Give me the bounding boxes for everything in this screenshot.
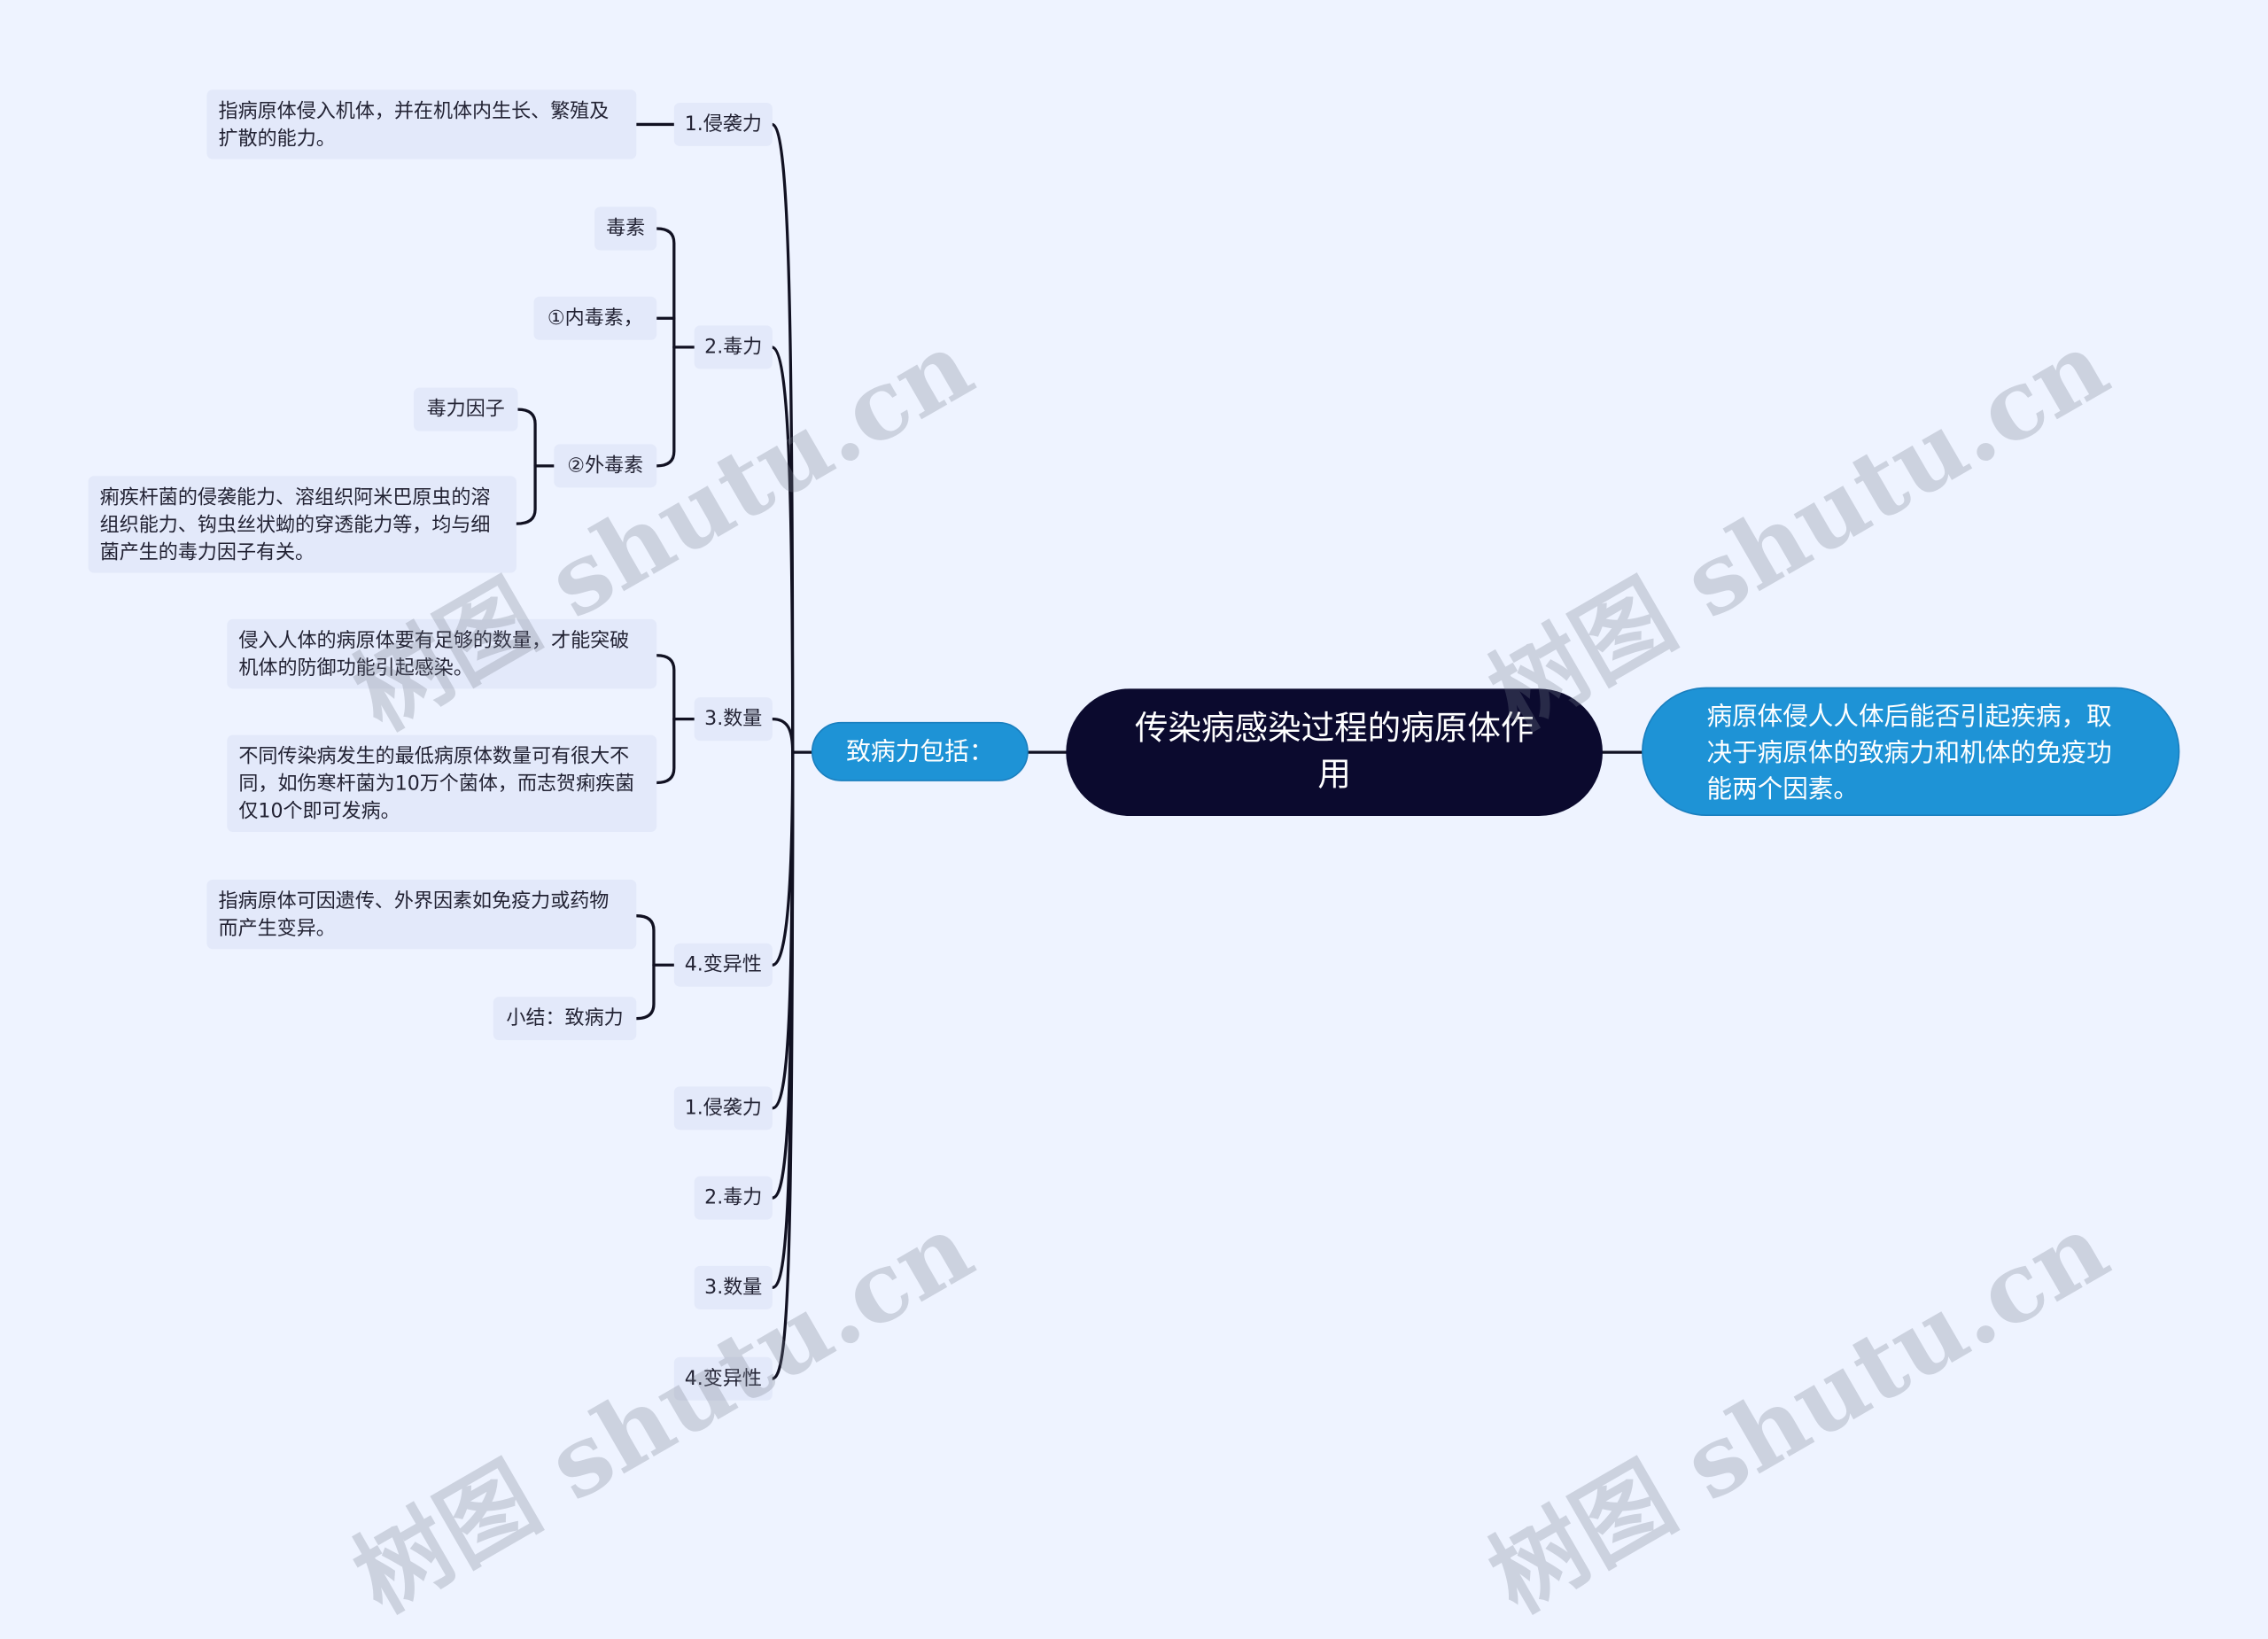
connector-trunk-variation: [771, 750, 795, 967]
connector-quantity-bracket: [655, 654, 676, 785]
variation-description[interactable]: 指病原体可因遗传、外界因素如免疫力或药物而产生变异。: [206, 879, 637, 950]
summary-item-quantity[interactable]: 3.数量: [694, 1265, 773, 1309]
mind-map-canvas: 传染病感染过程的病原体作用 病原体侵人人体后能否引起疾病，取决于病原体的致病力和…: [88, 89, 2180, 1635]
invasion-description[interactable]: 指病原体侵入机体，并在机体内生长、繁殖及扩散的能力。: [206, 89, 637, 159]
summary-item-variation[interactable]: 4.变异性: [673, 1356, 773, 1401]
branch-invasion[interactable]: 1.侵袭力: [673, 102, 773, 146]
summary-item-virulence[interactable]: 2.毒力: [694, 1176, 773, 1220]
connector-exotoxin-bracket: [515, 408, 537, 525]
quantity-description-1[interactable]: 侵入人体的病原体要有足够的数量，才能突破机体的防御功能引起感染。: [227, 618, 657, 689]
connector-trunk-quantity: [771, 717, 795, 754]
virulence-factor[interactable]: 毒力因子: [413, 387, 518, 431]
connector-lines: [515, 122, 1643, 1380]
virulence-exotoxin[interactable]: ②外毒素: [554, 444, 657, 488]
connector-trunk-virulence: [771, 346, 795, 754]
branch-quantity[interactable]: 3.数量: [694, 697, 773, 742]
virulence-factor-description[interactable]: 痢疾杆菌的侵袭能力、溶组织阿米巴原虫的溶组织能力、钩虫丝状蚴的穿透能力等，均与细…: [88, 476, 517, 573]
branch-virulence[interactable]: 2.毒力: [694, 325, 773, 369]
virulence-toxin[interactable]: 毒素: [594, 206, 657, 251]
connector-variation-bracket: [634, 914, 656, 1021]
summary-item-invasion[interactable]: 1.侵袭力: [673, 1086, 773, 1130]
branch-variation[interactable]: 4.变异性: [673, 943, 773, 987]
variation-summary[interactable]: 小结：致病力: [493, 997, 637, 1041]
right-explanation-node[interactable]: 病原体侵人人体后能否引起疾病，取决于病原体的致病力和机体的免疫功能两个因素。: [1642, 687, 2180, 817]
connector-virulence-bracket: [655, 227, 676, 468]
root-node[interactable]: 传染病感染过程的病原体作用: [1066, 688, 1603, 817]
connector-trunk-invasion: [771, 122, 795, 754]
middle-node-pathogenicity[interactable]: 致病力包括：: [811, 721, 1029, 781]
connector-trunk-summary-4: [771, 750, 795, 1380]
quantity-description-2[interactable]: 不同传染病发生的最低病原体数量可有很大不同，如伤寒杆菌为10万个菌体，而志贺痢疾…: [227, 734, 657, 832]
virulence-endotoxin[interactable]: ①内毒素，: [533, 296, 657, 340]
